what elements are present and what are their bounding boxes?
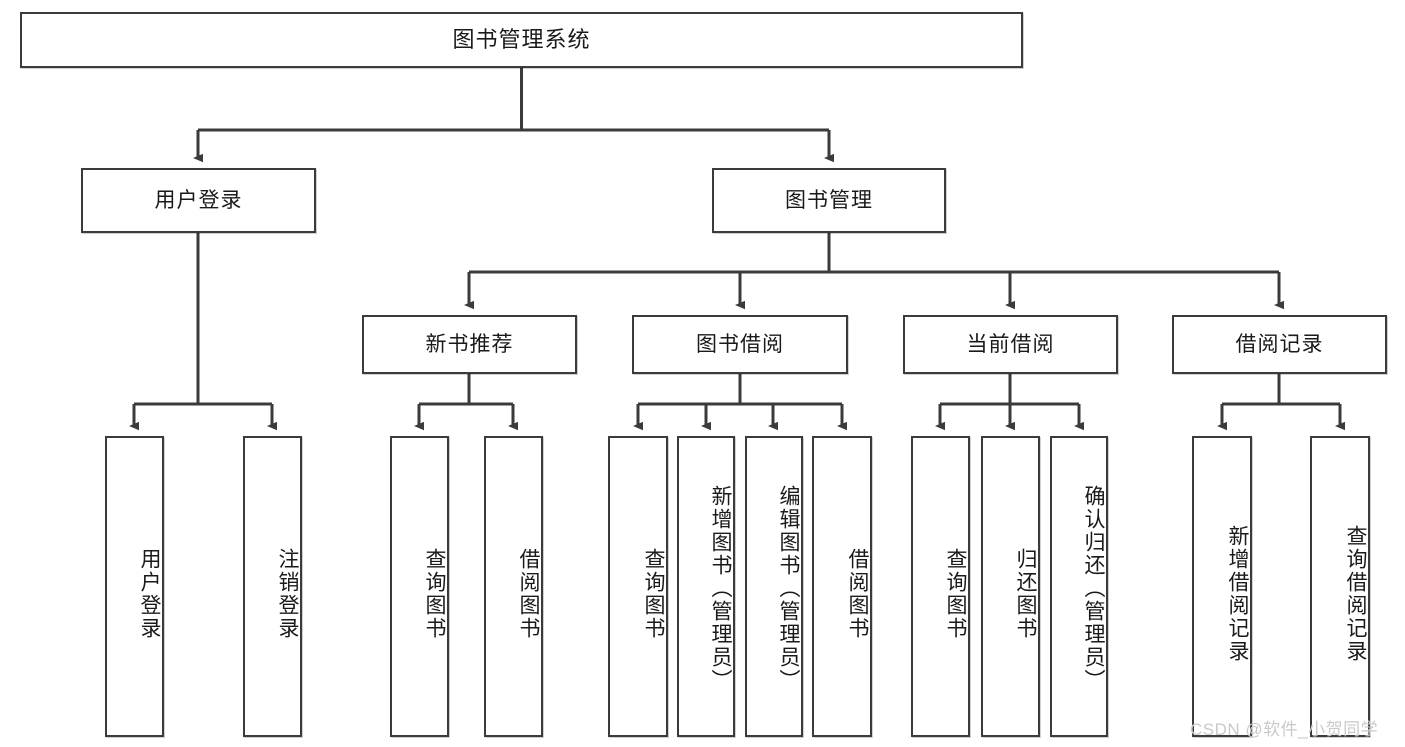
leaf-query-books-current[interactable]: 查询图书 xyxy=(911,436,970,737)
leaf-logout[interactable]: 注销登录 xyxy=(243,436,302,737)
leaf-add-borrowing-record[interactable]: 新增借阅记录 xyxy=(1192,436,1252,737)
node-book-borrowing[interactable]: 图书借阅 xyxy=(632,315,848,374)
leaf-borrow-books-borrowing[interactable]: 借阅图书 xyxy=(812,436,872,737)
leaf-query-books-borrowing[interactable]: 查询图书 xyxy=(608,436,668,737)
leaf-query-books-new-recommendation[interactable]: 查询图书 xyxy=(390,436,449,737)
node-book-management[interactable]: 图书管理 xyxy=(712,168,946,233)
node-root-library-management-system[interactable]: 图书管理系统 xyxy=(20,12,1023,68)
leaf-user-login[interactable]: 用户登录 xyxy=(105,436,164,737)
node-user-login[interactable]: 用户登录 xyxy=(81,168,316,233)
csdn-watermark: CSDN @软件_小贺同学 xyxy=(1190,720,1379,739)
leaf-query-borrowing-record[interactable]: 查询借阅记录 xyxy=(1310,436,1370,737)
node-new-book-recommendation[interactable]: 新书推荐 xyxy=(362,315,577,374)
leaf-borrow-books-new-recommendation[interactable]: 借阅图书 xyxy=(484,436,543,737)
node-borrowing-records[interactable]: 借阅记录 xyxy=(1172,315,1387,374)
leaf-return-books[interactable]: 归还图书 xyxy=(981,436,1040,737)
node-current-borrowing[interactable]: 当前借阅 xyxy=(903,315,1118,374)
leaf-edit-book-admin[interactable]: 编辑图书（管理员） xyxy=(745,436,803,737)
leaf-add-book-admin[interactable]: 新增图书（管理员） xyxy=(677,436,735,737)
leaf-confirm-return-admin[interactable]: 确认归还（管理员） xyxy=(1050,436,1108,737)
